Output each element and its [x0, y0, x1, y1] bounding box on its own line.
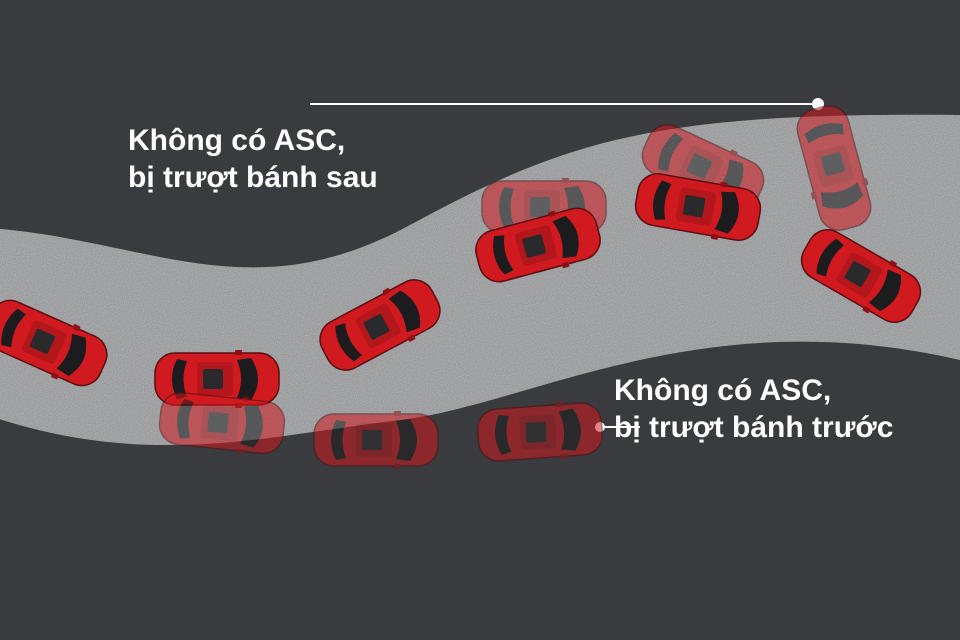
front-slip-label-line2: bị trượt bánh trước	[614, 411, 894, 444]
car-ghost	[313, 410, 439, 470]
car-ghost	[475, 397, 605, 467]
front-slip-label: Không có ASC, bị trượt bánh trước	[614, 372, 893, 446]
rear-slip-label: Không có ASC, bị trượt bánh sau	[128, 122, 378, 196]
rear-slip-label-line1: Không có ASC,	[128, 124, 346, 157]
front-slip-label-line1: Không có ASC,	[614, 374, 832, 407]
rear-slip-label-line2: bị trượt bánh sau	[128, 161, 378, 194]
